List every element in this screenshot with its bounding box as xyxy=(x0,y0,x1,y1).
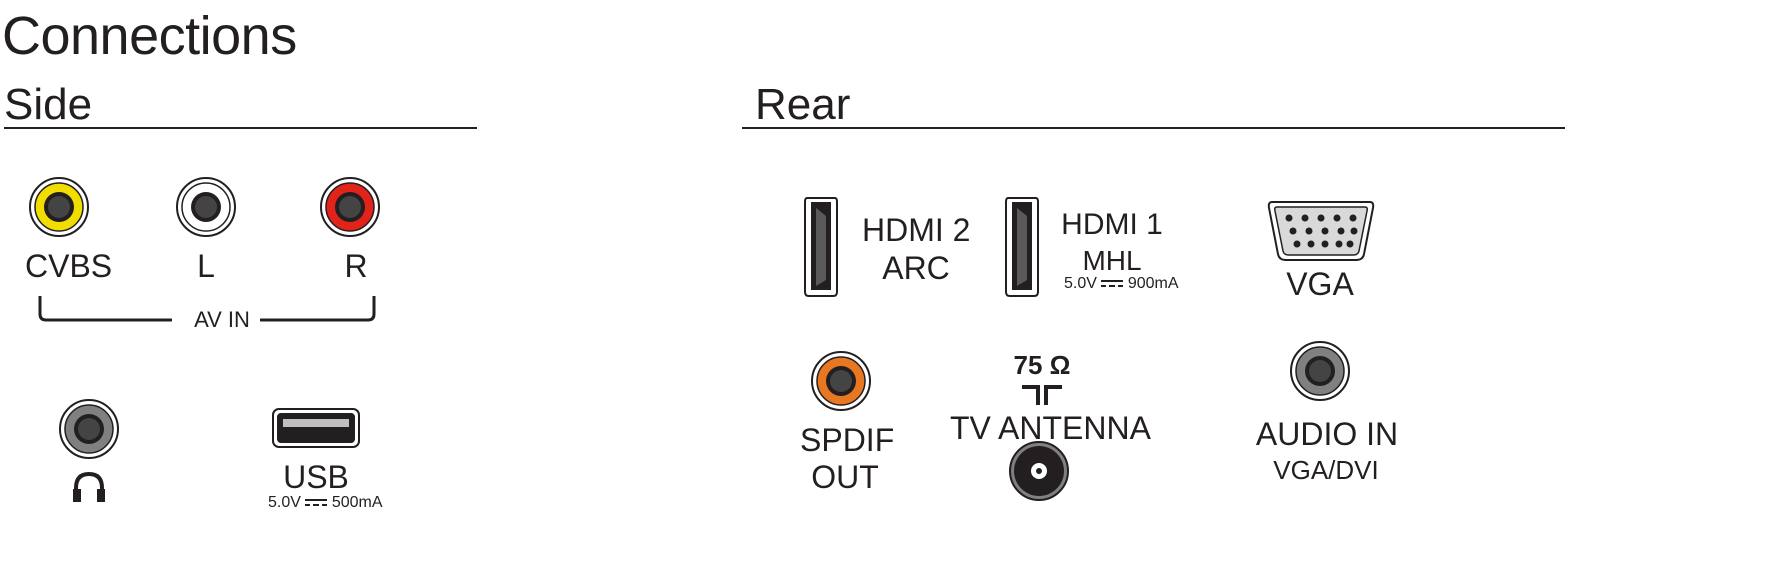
spdif-jack-icon xyxy=(811,351,871,411)
hdmi1-spec-current: 900mA xyxy=(1127,275,1179,292)
page-title: Connections xyxy=(2,6,297,66)
audio-jack-icon xyxy=(1290,341,1350,401)
coax-port-icon xyxy=(1009,441,1069,501)
usb-spec-current: 500mA xyxy=(331,494,383,511)
headphone-icon xyxy=(73,471,105,502)
label-audio-in-sub: VGA/DVI xyxy=(1273,455,1379,485)
label-tv-antenna: TV ANTENNA xyxy=(950,410,1151,446)
hdmi-port-icon xyxy=(804,197,838,297)
rca-white-icon xyxy=(176,177,236,237)
usb-port-icon xyxy=(272,408,360,448)
rca-red-icon xyxy=(320,177,380,237)
label-antenna-impedance: 75 Ω xyxy=(1013,350,1071,380)
hdmi-port-icon xyxy=(1005,197,1039,297)
rca-yellow-icon xyxy=(29,177,89,237)
label-hdmi2-arc: ARC xyxy=(882,250,950,286)
label-spdif-out: OUT xyxy=(811,459,879,495)
label-cvbs: CVBS xyxy=(25,248,113,284)
label-hdmi1-mhl: MHL xyxy=(1082,245,1142,276)
hdmi1-spec-voltage: 5.0V xyxy=(1064,275,1097,292)
section-divider-side xyxy=(4,127,477,129)
label-usb: USB xyxy=(283,459,349,495)
usb-spec-voltage: 5.0V xyxy=(268,494,301,511)
label-audio-in: AUDIO IN xyxy=(1255,416,1399,452)
av-in-bracket xyxy=(38,296,376,322)
dc-symbol-icon xyxy=(305,498,328,506)
section-divider-rear xyxy=(742,127,1565,129)
section-title-rear: Rear xyxy=(755,80,851,129)
section-title-side: Side xyxy=(4,80,93,129)
label-vga: VGA xyxy=(1286,266,1354,302)
hdmi1-spec: 5.0V 900mA xyxy=(1064,275,1179,293)
usb-spec: 5.0V 500mA xyxy=(268,494,383,512)
label-l: L xyxy=(197,248,215,284)
label-r: R xyxy=(344,248,368,284)
vga-port-icon xyxy=(1267,201,1375,261)
label-spdif: SPDIF xyxy=(800,422,895,458)
label-av-in: AV IN xyxy=(194,307,250,332)
label-hdmi1: HDMI 1 xyxy=(1061,208,1163,241)
dc-symbol-icon xyxy=(1101,279,1124,287)
headphone-jack-icon xyxy=(59,399,119,459)
antenna-symbol-icon xyxy=(1022,385,1062,405)
label-hdmi2: HDMI 2 xyxy=(862,212,971,248)
